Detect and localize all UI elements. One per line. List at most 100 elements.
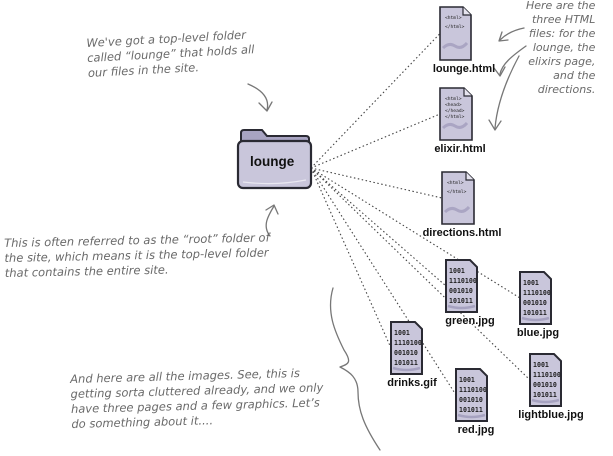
folder-tab: [240, 129, 310, 143]
binary-file-icon: [390, 321, 423, 375]
binary-line: 1001: [533, 361, 549, 369]
lounge-folder[interactable]: [236, 129, 313, 190]
html-file-directions-html[interactable]: <html> </html>: [441, 171, 475, 225]
binary-line: 101011: [523, 309, 547, 317]
html-file-elixir-html[interactable]: <html><head></head></html>: [439, 87, 473, 141]
html-file-lounge-html[interactable]: <html> </html>: [439, 6, 472, 61]
image-file-red-jpg[interactable]: 1001 1110100 001010 101011: [455, 368, 488, 422]
code-line: <html>: [445, 15, 462, 21]
file-shade: [521, 316, 550, 322]
arrow-to-folder-head: [258, 101, 273, 112]
file-label-elixir-html[interactable]: elixir.html: [434, 143, 486, 155]
connector-drinks-gif: [310, 167, 392, 349]
binary-line: 1110100: [449, 277, 477, 285]
arrow-to-directions-html: [494, 55, 520, 129]
document-shade: [441, 121, 469, 130]
connector-lounge-html: [310, 33, 441, 169]
images-bracket: [329, 287, 381, 451]
file-label-green-jpg[interactable]: green.jpg: [445, 315, 495, 327]
code-line: <html>: [447, 180, 464, 186]
annotation-root-folder: We've got a top-level folder called “lou…: [86, 27, 256, 81]
file-shade: [392, 366, 421, 372]
binary-file-icon: [519, 271, 552, 325]
folded-corner: [463, 88, 472, 97]
binary-file-icon: [455, 368, 488, 422]
file-shade: [447, 304, 476, 310]
code-line: </html>: [445, 114, 465, 120]
annotation-arrows: [247, 27, 527, 451]
image-file-green-jpg[interactable]: 1001 1110100 001010 101011: [445, 259, 478, 313]
file-label-drinks-gif[interactable]: drinks.gif: [387, 377, 437, 389]
annotation-line: Here are the: [526, 0, 596, 12]
arrow-to-lounge-html-head: [498, 31, 509, 42]
binary-line: 101011: [449, 297, 473, 305]
arrow-to-folder: [247, 83, 269, 111]
folded-corner: [462, 7, 471, 16]
connector-directions-html: [310, 167, 443, 199]
image-file-blue-jpg[interactable]: 1001 1110100 001010 101011: [519, 271, 552, 325]
binary-line: 1110100: [459, 386, 487, 394]
binary-line: 1001: [394, 329, 410, 337]
binary-line: 001010: [394, 349, 418, 357]
image-file-drinks-gif[interactable]: 1001 1110100 001010 101011: [390, 321, 423, 375]
document-shade: [441, 41, 469, 50]
folded-corner: [465, 172, 474, 181]
annotation-line: three HTML: [531, 13, 596, 26]
annotation-line: directions.: [537, 83, 596, 96]
arrow-to-elixir-html: [499, 45, 527, 75]
code-line: <html>: [445, 96, 462, 102]
binary-line: 001010: [459, 396, 483, 404]
connector-red-jpg: [310, 167, 457, 396]
arrow-to-elixir-html-head: [493, 66, 506, 77]
image-file-lightblue-jpg[interactable]: 1001 1110100 001010 101011: [529, 353, 562, 407]
binary-line: 001010: [449, 287, 473, 295]
folder-highlight: [242, 179, 307, 185]
binary-line: 101011: [459, 406, 483, 414]
annotation-line: and the: [553, 69, 596, 82]
connector-green-jpg: [310, 167, 447, 287]
binary-line: 1110100: [394, 339, 422, 347]
binary-line: 001010: [523, 299, 547, 307]
code-line: </html>: [445, 24, 465, 30]
arrow-to-lounge-html: [499, 27, 525, 41]
binary-line: 001010: [533, 381, 557, 389]
annotation-line: lounge, the: [532, 41, 596, 54]
binary-line: 1110100: [523, 289, 551, 297]
binary-line: 1001: [459, 376, 475, 384]
file-shade: [457, 413, 486, 419]
folder-icon: [236, 139, 313, 190]
annotation-root-reference: This is often referred to as the “root” …: [4, 230, 270, 281]
binary-line: 101011: [533, 391, 557, 399]
code-line: <head>: [445, 102, 462, 108]
binary-line: 1110100: [533, 371, 561, 379]
file-label-blue-jpg[interactable]: blue.jpg: [516, 327, 560, 339]
code-line: </html>: [447, 189, 467, 195]
annotation-line: files: for the: [528, 27, 596, 40]
connector-lightblue-jpg: [310, 167, 531, 381]
binary-file-icon: [529, 353, 562, 407]
arrow-from-root-note: [265, 205, 275, 237]
file-shade: [531, 398, 560, 404]
binary-file-icon: [445, 259, 478, 313]
binary-line: 101011: [394, 359, 418, 367]
folder-label: lounge: [250, 154, 295, 169]
file-label-lightblue-jpg[interactable]: lightblue.jpg: [518, 409, 584, 421]
file-label-red-jpg[interactable]: red.jpg: [457, 424, 495, 436]
file-label-directions-html[interactable]: directions.html: [422, 227, 502, 239]
annotation-html-files: Here are the three HTML files: for the l…: [526, 0, 595, 97]
annotation-images: And here are all the images. See, this i…: [70, 365, 324, 432]
arrow-from-root-note-head: [265, 204, 279, 215]
binary-line: 1001: [449, 267, 465, 275]
file-icons: <html></html><html><head></head></html><…: [390, 6, 562, 422]
arrow-to-directions-html-head: [488, 119, 502, 131]
file-label-lounge-html[interactable]: lounge.html: [432, 63, 496, 75]
annotation-line: elixirs page,: [528, 55, 596, 68]
binary-line: 1001: [523, 279, 539, 287]
connector-elixir-html: [310, 113, 441, 169]
connector-blue-jpg: [310, 167, 521, 299]
document-shade: [443, 205, 471, 214]
connector-lines: [310, 33, 531, 396]
code-line: </head>: [445, 108, 465, 114]
